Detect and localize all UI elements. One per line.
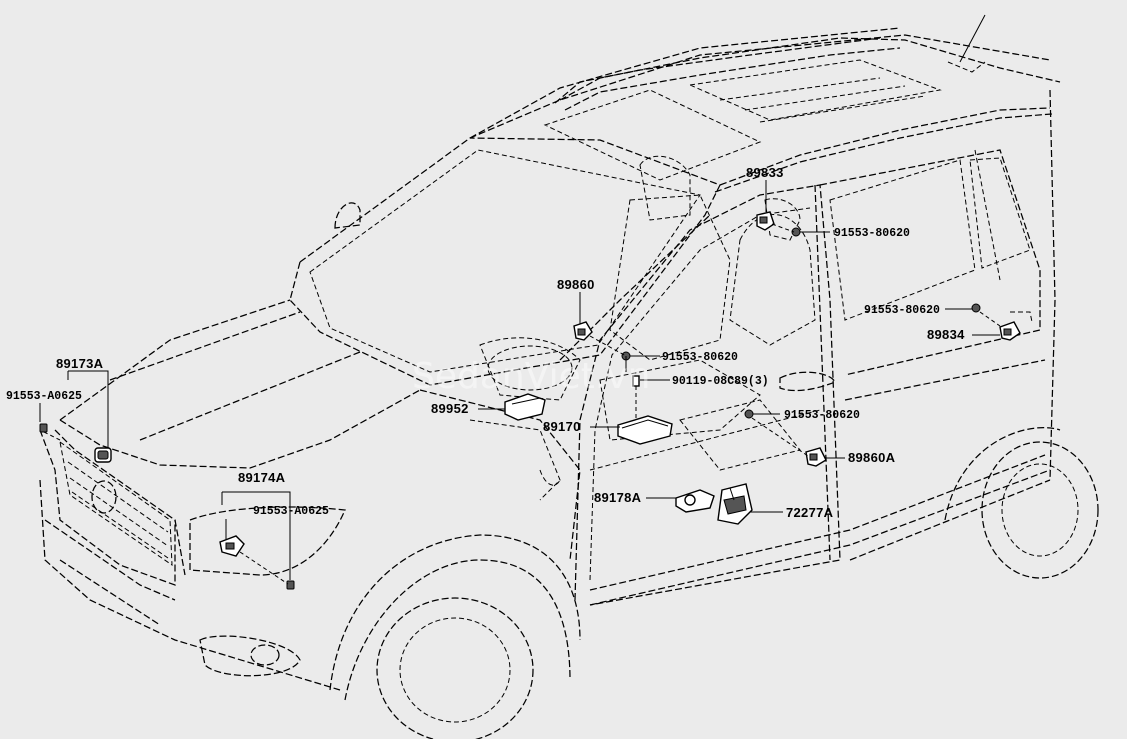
leader-lines (39, 180, 1001, 585)
connector-89952-part[interactable] (504, 393, 546, 421)
side-sensor-89833-part[interactable] (756, 211, 775, 231)
label-91553-80620-a[interactable]: 91553-80620 (662, 351, 738, 364)
airbag-ecu-89170-part[interactable] (617, 415, 673, 445)
seat-sensor-89178A-part[interactable] (675, 489, 715, 513)
label-72277A[interactable]: 72277A (786, 505, 834, 520)
label-91553-80620-d[interactable]: 91553-80620 (784, 409, 860, 422)
bolt-91553-80620-c-part[interactable] (971, 303, 981, 313)
front-sensor-89174A-part[interactable] (219, 535, 245, 557)
label-90119-08C89[interactable]: 90119-08C89(3) (672, 375, 769, 388)
seat-bracket-72277A-part[interactable] (717, 483, 753, 525)
label-89833[interactable]: 89833 (746, 165, 784, 180)
front-sensor-89173A-part[interactable] (94, 447, 112, 463)
label-91553-80620-b[interactable]: 91553-80620 (834, 227, 910, 240)
label-89860A[interactable]: 89860A (848, 450, 896, 465)
bolt-91553-80620-d-part[interactable] (744, 409, 754, 419)
label-89170[interactable]: 89170 (543, 419, 581, 434)
label-91553-A0625-right[interactable]: 91553-A0625 (253, 505, 329, 518)
label-89952[interactable]: 89952 (431, 401, 469, 416)
label-89173A[interactable]: 89173A (56, 356, 104, 371)
label-91553-80620-c[interactable]: 91553-80620 (864, 304, 940, 317)
watermark-text: SedanViet.vn (412, 356, 650, 397)
part-labels: 89173A 91553-A0625 89174A 91553-A0625 89… (6, 165, 965, 520)
bolt-91553-A0625-left-part[interactable] (39, 423, 48, 433)
bolt-91553-A0625-right-part[interactable] (286, 580, 295, 590)
sensor-89860A-part[interactable] (805, 447, 827, 467)
sensor-89860-part[interactable] (573, 321, 593, 341)
vehicle-outline (39, 14, 1099, 739)
label-89860[interactable]: 89860 (557, 277, 595, 292)
label-89174A[interactable]: 89174A (238, 470, 286, 485)
parts (39, 211, 1033, 590)
side-sensor-89834-part[interactable] (999, 311, 1033, 341)
label-89178A[interactable]: 89178A (594, 490, 642, 505)
label-89834[interactable]: 89834 (927, 327, 965, 342)
label-91553-A0625-left[interactable]: 91553-A0625 (6, 390, 82, 403)
